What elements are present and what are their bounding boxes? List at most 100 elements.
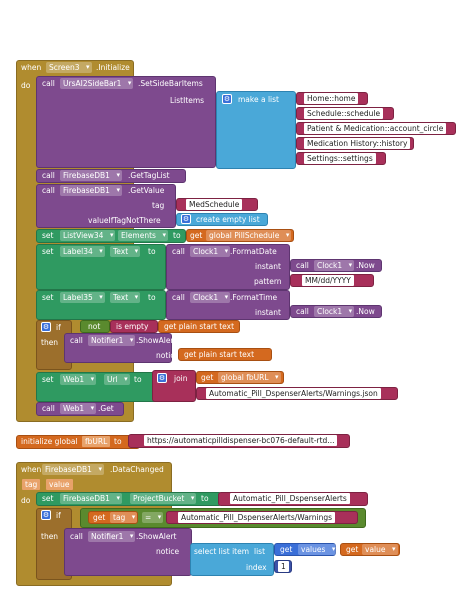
mutator-gear-icon[interactable]: ⚙	[157, 373, 167, 383]
mutator-gear-icon[interactable]: ⚙	[41, 322, 51, 332]
set-label34-text-block[interactable]	[36, 244, 166, 290]
web-component-dropdown[interactable]: Web1	[60, 374, 97, 385]
value-variable-dropdown[interactable]: value	[362, 544, 398, 555]
listview-component-dropdown[interactable]: ListView34	[60, 230, 116, 241]
firebase-component-dropdown[interactable]: FirebaseDB1	[42, 464, 104, 475]
set-keyword: set	[42, 494, 54, 503]
clock-component-dropdown[interactable]: Clock1	[190, 246, 231, 257]
select-list-item-block[interactable]	[190, 543, 274, 576]
is-empty-label: is empty	[116, 322, 149, 331]
global-name-field[interactable]: fbURL	[82, 436, 111, 447]
get-plain-start-text-label: get plain start text	[184, 350, 255, 359]
show-alert-method-label: .ShowAlert	[136, 336, 177, 345]
to-keyword: to	[114, 437, 122, 446]
if-keyword: if	[56, 323, 61, 332]
notifier-component-dropdown[interactable]: Notifier1	[88, 531, 136, 542]
label35-component-dropdown[interactable]: Label35	[60, 292, 105, 303]
when-keyword: when	[21, 465, 42, 474]
set-sidebar-items-block[interactable]	[36, 76, 216, 168]
instant-socket-label: instant	[255, 308, 281, 317]
is-empty-block[interactable]	[110, 320, 158, 333]
set-keyword: set	[42, 293, 54, 302]
list-item-schedule[interactable]: Schedule::schedule	[304, 108, 384, 119]
get-plain-start-text-block[interactable]	[158, 320, 240, 333]
text-property-dropdown[interactable]: Text	[110, 292, 141, 303]
clock-component-dropdown[interactable]: Clock1	[314, 306, 355, 317]
list-socket-label: list	[254, 547, 266, 556]
values-variable-dropdown[interactable]: values	[298, 544, 338, 555]
get-method-label: .Get	[98, 404, 114, 413]
format-time-method-label: .FormatTime	[230, 293, 278, 302]
notice-socket-label: notice	[156, 351, 180, 360]
call-keyword: call	[42, 404, 55, 413]
to-keyword: to	[148, 247, 156, 256]
clock-component-dropdown[interactable]: Clock1	[190, 292, 231, 303]
mutator-gear-icon[interactable]: ⚙	[41, 510, 51, 520]
warnings-path-text-value[interactable]: Automatic_Pill_DspenserAlerts/Warnings.j…	[206, 388, 381, 399]
initialize-global-label: initialize global	[21, 437, 78, 446]
tag-variable-dropdown[interactable]: tag	[110, 512, 138, 523]
screen-dropdown[interactable]: Screen3	[46, 62, 92, 73]
mutator-gear-icon[interactable]: ⚙	[181, 214, 191, 224]
compare-operator-dropdown[interactable]: =	[142, 512, 164, 523]
fburl-text-value[interactable]: https://automaticpilldispenser-bc076-def…	[144, 435, 338, 446]
call-keyword: call	[42, 186, 55, 195]
label34-component-dropdown[interactable]: Label34	[60, 246, 105, 257]
initialize-event-label: .Initialize	[96, 63, 130, 72]
list-item-home[interactable]: Home::home	[304, 93, 359, 104]
sidebar-component-dropdown[interactable]: UrsAI2SideBar1	[60, 78, 134, 89]
instant-socket-label: instant	[255, 262, 281, 271]
create-empty-list-block[interactable]	[176, 213, 268, 226]
get-keyword: get	[93, 513, 106, 522]
mutator-gear-icon[interactable]: ⚙	[222, 94, 232, 104]
call-keyword: call	[296, 307, 309, 316]
format-date-method-label: .FormatDate	[230, 247, 277, 256]
not-keyword: not	[88, 322, 101, 331]
bucket-text-value[interactable]: Automatic_Pill_DspenserAlerts	[230, 493, 350, 504]
text-property-dropdown[interactable]: Text	[110, 246, 141, 257]
get-keyword: get	[346, 545, 359, 554]
call-keyword: call	[296, 261, 309, 270]
not-block[interactable]	[80, 320, 110, 333]
list-item-settings[interactable]: Settings::settings	[304, 153, 376, 164]
value-if-tag-not-there-label: valueIfTagNotThere	[88, 216, 161, 225]
make-a-list-block[interactable]	[216, 91, 296, 169]
firebase-component-dropdown[interactable]: FirebaseDB1	[60, 493, 122, 504]
pattern-text-value[interactable]: MM/dd/YYYY	[302, 275, 354, 286]
set-web-url-block[interactable]	[36, 372, 164, 402]
notifier-component-dropdown[interactable]: Notifier1	[88, 335, 136, 346]
list-item-patient-medication[interactable]: Patient & Medication::account_circle	[304, 123, 447, 134]
firebase-component-dropdown[interactable]: FirebaseDB1	[60, 185, 122, 196]
param-value[interactable]: value	[46, 479, 73, 490]
project-bucket-property-dropdown[interactable]: ProjectBucket	[130, 493, 197, 504]
web-component-dropdown[interactable]: Web1	[60, 403, 97, 414]
get-plain-start-text-label: get plain start text	[164, 322, 235, 331]
url-property-dropdown[interactable]: Url	[104, 374, 130, 385]
set-keyword: set	[42, 247, 54, 256]
call-keyword: call	[70, 532, 83, 541]
global-fburl-dropdown[interactable]: global fbURL	[218, 372, 281, 383]
param-tag[interactable]: tag	[22, 479, 41, 490]
create-empty-list-label: create empty list	[196, 215, 260, 224]
get-value-method-label: .GetValue	[128, 186, 165, 195]
compare-text-value[interactable]: Automatic_Pill_DspenserAlerts/Warnings	[178, 512, 336, 523]
firebase-component-dropdown[interactable]: FirebaseDB1	[60, 170, 122, 181]
global-pillschedule-dropdown[interactable]: global PillSchedule	[206, 230, 292, 241]
elements-property-dropdown[interactable]: Elements	[118, 230, 168, 241]
get-keyword: get	[190, 231, 203, 240]
do-keyword: do	[21, 81, 31, 90]
tag-text-value[interactable]: MedSchedule	[186, 199, 243, 210]
list-item-medication-history[interactable]: Medication History::history	[304, 138, 411, 149]
notice-socket-label: notice	[156, 547, 180, 556]
get-plain-start-text-block[interactable]	[178, 348, 272, 361]
clock-component-dropdown[interactable]: Clock1	[314, 260, 355, 271]
to-keyword: to	[148, 293, 156, 302]
list-items-label: ListItems	[170, 96, 205, 105]
when-keyword: when	[21, 63, 42, 72]
index-number-value[interactable]: 1	[278, 561, 289, 572]
now-method-label: .Now	[356, 307, 375, 316]
get-keyword: get	[280, 545, 293, 554]
call-keyword: call	[42, 79, 55, 88]
pattern-socket-label: pattern	[254, 277, 282, 286]
to-keyword: to	[134, 375, 142, 384]
